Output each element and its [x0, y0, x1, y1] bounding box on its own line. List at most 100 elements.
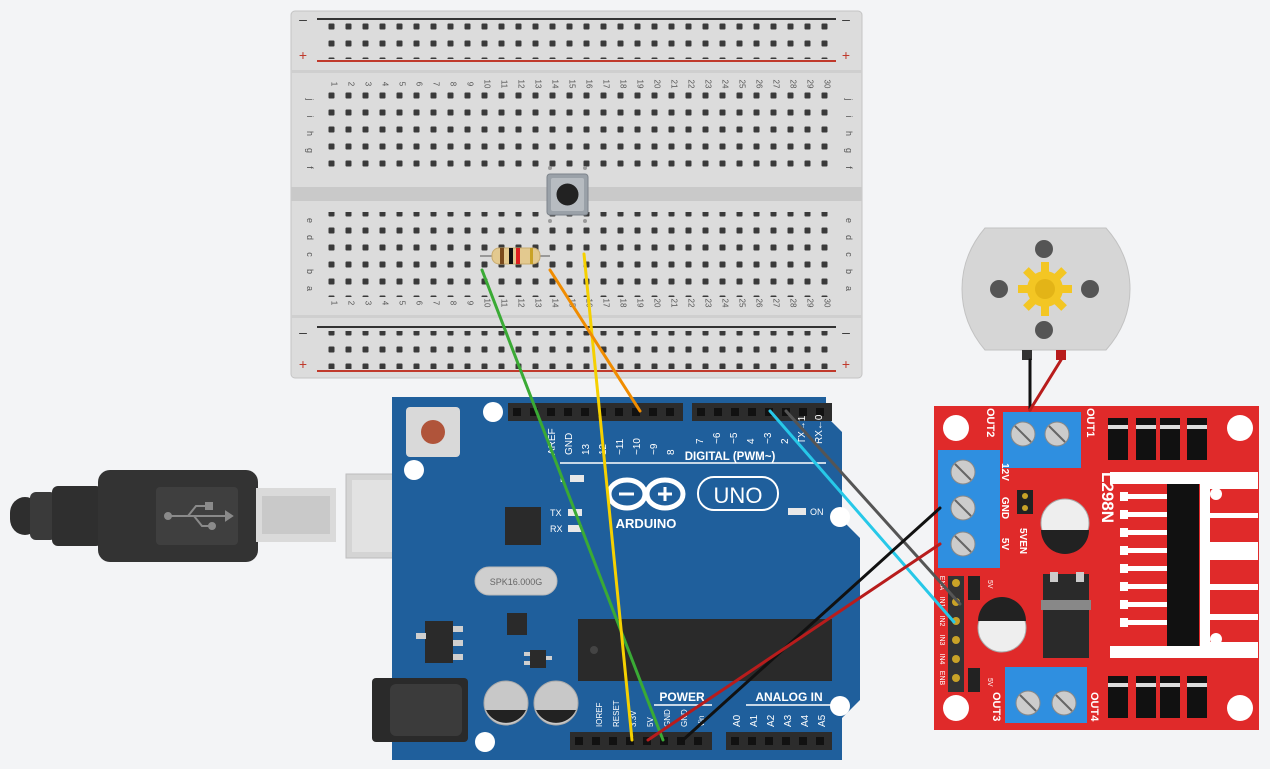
digital-pwm-label: DIGITAL (PWM~): [685, 451, 776, 463]
header-pin[interactable]: [731, 737, 739, 745]
header-pin[interactable]: [799, 408, 807, 416]
arduino-logo-text: ARDUINO: [616, 516, 677, 531]
on-label: ON: [810, 507, 824, 517]
header-pin[interactable]: [598, 408, 606, 416]
row-letter: a: [844, 286, 854, 291]
5ven-jumper[interactable]: [1017, 490, 1033, 514]
header-pin[interactable]: [564, 408, 572, 416]
column-number: 19: [636, 80, 645, 89]
header-pin[interactable]: [513, 408, 521, 416]
rail-plus-label: +: [299, 47, 307, 63]
diode: [1108, 676, 1128, 718]
digital-pin-label: 7: [695, 438, 706, 444]
column-number: 21: [670, 299, 679, 308]
atmega-chip: [578, 619, 832, 681]
header-pin[interactable]: [666, 408, 674, 416]
wires: [480, 252, 1063, 742]
header-pin[interactable]: [547, 408, 555, 416]
row-letter: d: [305, 235, 315, 240]
column-number: 23: [704, 299, 713, 308]
column-number: 26: [755, 80, 764, 89]
column-number: 24: [721, 299, 730, 308]
wire-green[interactable]: [480, 268, 665, 742]
driver-capacitor: [1040, 498, 1090, 554]
header-pin[interactable]: [649, 408, 657, 416]
push-button-cap[interactable]: [556, 183, 579, 206]
header-pin[interactable]: [697, 408, 705, 416]
digital-pin-label: GND: [564, 433, 575, 455]
column-number: 18: [619, 299, 628, 308]
wire-gray[interactable]: [784, 409, 962, 606]
wire-cyan[interactable]: [768, 409, 956, 624]
column-number: 5: [398, 82, 407, 87]
wire-motor-red[interactable]: [1028, 358, 1063, 412]
column-number: 14: [551, 299, 560, 308]
diode: [1136, 418, 1156, 460]
header-pin[interactable]: [575, 737, 583, 745]
dc-motor[interactable]: [961, 227, 1131, 360]
control-pin[interactable]: [952, 674, 960, 682]
column-number: 2: [347, 82, 356, 87]
power-pin-label: RESET: [612, 700, 621, 727]
column-number: 24: [721, 80, 730, 89]
header-pin[interactable]: [765, 737, 773, 745]
out4-label: OUT4: [1088, 692, 1100, 722]
header-pin[interactable]: [816, 408, 824, 416]
column-number: 9: [466, 82, 475, 87]
digital-pin-label: ~10: [632, 438, 643, 455]
analog-pin-label: A0: [732, 714, 743, 727]
row-letter: c: [844, 252, 854, 257]
header-pin[interactable]: [799, 737, 807, 745]
control-pin[interactable]: [952, 655, 960, 663]
header-pin[interactable]: [677, 737, 685, 745]
header-pin[interactable]: [816, 737, 824, 745]
header-pin[interactable]: [530, 408, 538, 416]
header-pin[interactable]: [748, 408, 756, 416]
power-pin-label: GND: [680, 709, 689, 727]
power-pin-label: GND: [663, 709, 672, 727]
digital-pin-label: 2: [780, 438, 791, 444]
column-number: 14: [551, 80, 560, 89]
column-number: 12: [517, 80, 526, 89]
header-pin[interactable]: [714, 408, 722, 416]
control-pin[interactable]: [952, 636, 960, 644]
l-led: [570, 475, 584, 482]
control-pin-label: ENB: [938, 671, 945, 686]
wire-black[interactable]: [681, 506, 942, 742]
reset-button[interactable]: [406, 407, 460, 457]
header-pin[interactable]: [592, 737, 600, 745]
wire-red[interactable]: [646, 542, 942, 742]
header-pin[interactable]: [609, 737, 617, 745]
column-number: 30: [823, 299, 832, 308]
diode: [1160, 418, 1180, 460]
control-pin-label: IN1: [938, 597, 945, 608]
resistor[interactable]: [480, 247, 550, 265]
control-pin-label: IN4: [938, 654, 945, 665]
row-letter: b: [305, 269, 315, 274]
column-number: 10: [483, 80, 492, 89]
header-pin[interactable]: [632, 408, 640, 416]
analog-in-label: ANALOG IN: [755, 690, 822, 704]
column-number: 5: [398, 301, 407, 306]
wire-orange[interactable]: [548, 268, 642, 413]
header-pin[interactable]: [694, 737, 702, 745]
column-number: 11: [500, 299, 509, 308]
push-button[interactable]: [546, 166, 589, 223]
control-pin[interactable]: [952, 579, 960, 587]
row-letter: j: [844, 98, 854, 101]
digital-pin-label: 8: [666, 449, 677, 455]
header-pin[interactable]: [615, 408, 623, 416]
diode-array: [1108, 418, 1207, 718]
analog-pin-label: A5: [817, 714, 828, 727]
header-pin[interactable]: [626, 737, 634, 745]
column-number: 4: [381, 82, 390, 87]
rail-minus-label: –: [842, 324, 850, 340]
header-pin[interactable]: [731, 408, 739, 416]
column-number: 20: [653, 80, 662, 89]
header-pin[interactable]: [782, 737, 790, 745]
header-pin[interactable]: [748, 737, 756, 745]
header-pin[interactable]: [581, 408, 589, 416]
